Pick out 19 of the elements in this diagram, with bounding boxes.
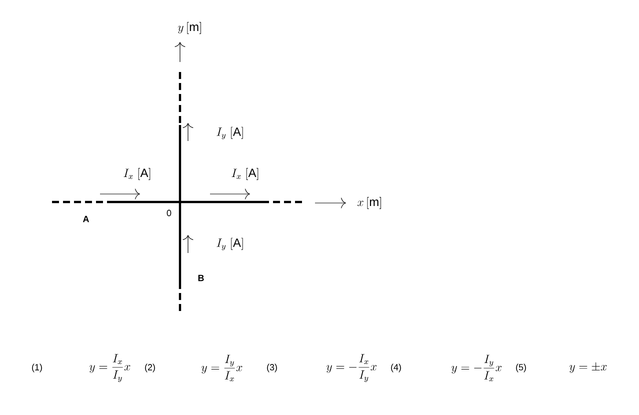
option-number: (5) <box>516 364 526 372</box>
option-number: (3) <box>267 364 277 372</box>
option-number: (4) <box>391 364 401 372</box>
current-label: $I_y\;\mathrm{[A]}$ <box>216 238 243 250</box>
point-label: A <box>82 216 89 222</box>
option-formula: $y=\frac{I_y}{I_x}x$ <box>202 354 242 382</box>
current-label: $I_x\;\mathrm{[A]}$ <box>232 168 258 180</box>
origin-label: 0 <box>166 210 172 216</box>
option-formula: $y=-\frac{I_y}{I_x}x$ <box>452 354 502 382</box>
axis-label: $x\,\mathrm{[m]}$ <box>358 197 381 209</box>
option-formula: $y=\frac{I_x}{I_y}x$ <box>90 354 130 382</box>
option-number: (2) <box>145 364 155 372</box>
current-label: $I_y\;\mathrm{[A]}$ <box>216 126 243 140</box>
point-label: B <box>198 274 204 282</box>
option-formula: $y=\pm x$ <box>570 362 607 373</box>
option-formula: $y=-\frac{I_x}{I_y}x$ <box>326 354 377 382</box>
option-number: (1) <box>32 364 42 372</box>
axis-label: $y\,\mathrm{[m]}$ <box>178 22 201 34</box>
current-label: $I_x\;\mathrm{[A]}$ <box>124 168 150 180</box>
